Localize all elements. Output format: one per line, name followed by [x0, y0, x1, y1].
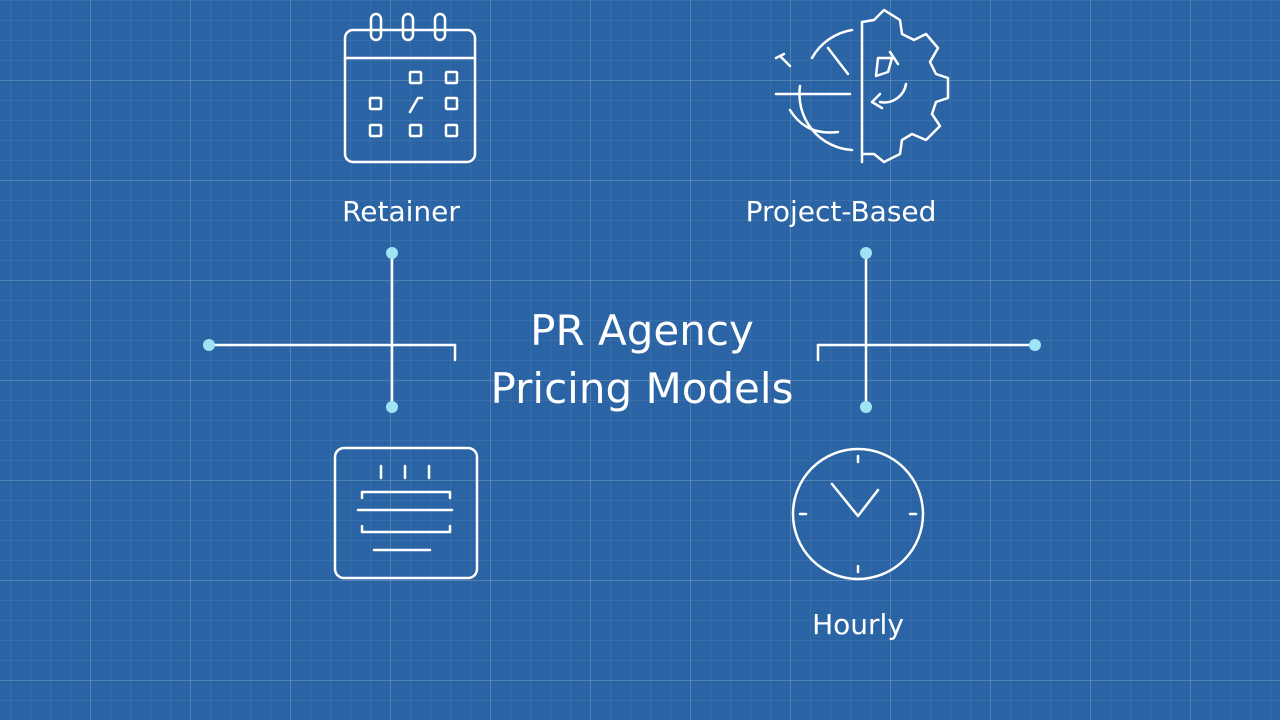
- calendar-icon: [343, 12, 477, 164]
- node-left-end: [203, 339, 215, 351]
- node-retainer-top: [386, 247, 398, 259]
- diagram-title: PR Agency Pricing Models: [491, 302, 794, 418]
- node-right-bottom: [860, 401, 872, 413]
- node-left-bottom: [386, 401, 398, 413]
- title-line-2: Pricing Models: [490, 364, 794, 413]
- title-line-1: PR Agency: [530, 306, 754, 355]
- clock-icon: [791, 447, 925, 581]
- right-connector: [816, 251, 1037, 409]
- gear-half-icon: [774, 8, 950, 164]
- node-right-end: [1029, 339, 1041, 351]
- label-project-based: Project-Based: [745, 195, 937, 228]
- node-project-top: [860, 247, 872, 259]
- label-hourly: Hourly: [812, 608, 904, 641]
- left-connector: [207, 251, 457, 409]
- label-retainer: Retainer: [342, 195, 460, 228]
- document-box-icon: [333, 446, 479, 580]
